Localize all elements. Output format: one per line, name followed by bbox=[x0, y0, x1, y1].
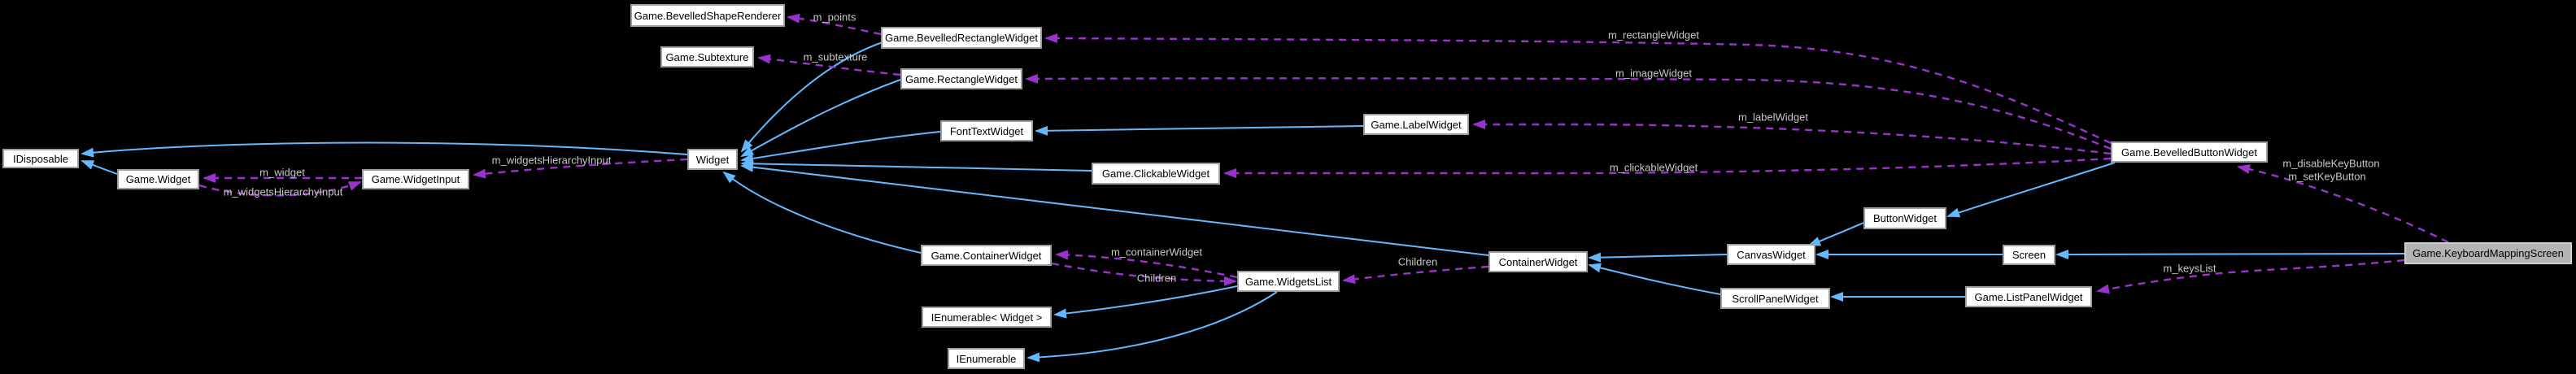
edge-label-m-widget: m_widget bbox=[259, 166, 305, 179]
edge-use-m-clickablewidget bbox=[1223, 157, 2112, 178]
edge-inherit-bevelledbutton-button bbox=[1946, 162, 2116, 218]
edge-inherit-widgetslist-ienumerablewidget bbox=[1053, 285, 1238, 319]
edge-use-m-widgetshierarchyinput-upper bbox=[473, 158, 688, 179]
node-ienumerable-widget[interactable]: IEnumerable< Widget > bbox=[922, 307, 1052, 328]
edge-inherit-label-fonttext bbox=[1035, 125, 1364, 136]
edge-use-m-subtexture bbox=[757, 54, 901, 76]
node-bevelled-rectangle-widget[interactable]: Game.BevelledRectangleWidget bbox=[881, 27, 1042, 49]
edge-label-m-widgets-hierarchy-input-lower: m_widgetsHierarchyInput bbox=[223, 185, 343, 198]
edge-use-children-containerwidget bbox=[1342, 265, 1489, 285]
edge-label-m-points: m_points bbox=[813, 11, 856, 24]
node-bevelled-button-widget[interactable]: Game.BevelledButtonWidget bbox=[2111, 141, 2268, 163]
edge-inherit-bevelledrectangle-widget bbox=[740, 41, 883, 153]
node-idisposable[interactable]: IDisposable bbox=[2, 149, 79, 168]
node-bevelled-shape-renderer[interactable]: Game.BevelledShapeRenderer bbox=[630, 4, 785, 27]
node-game-container-widget[interactable]: Game.ContainerWidget bbox=[921, 245, 1052, 266]
edge-inherit-gamecontainer-widget bbox=[722, 171, 922, 254]
node-canvas-widget[interactable]: CanvasWidget bbox=[1727, 244, 1815, 265]
edge-use-m-labelwidget bbox=[1472, 120, 2112, 155]
node-scroll-panel-widget[interactable]: ScrollPanelWidget bbox=[1720, 288, 1830, 309]
edge-inherit-widget-idisposable bbox=[81, 141, 688, 158]
node-keyboard-mapping-screen: Game.KeyboardMappingScreen bbox=[2404, 242, 2572, 264]
edge-inherit-canvas-container bbox=[1588, 252, 1728, 263]
edge-label-m-disable-key-button: m_disableKeyButton bbox=[2282, 157, 2380, 170]
edge-inherit-containerwidget-widget bbox=[740, 162, 1489, 256]
node-list-panel-widget[interactable]: Game.ListPanelWidget bbox=[1965, 286, 2092, 307]
edge-label-m-widgets-hierarchy-input-upper: m_widgetsHierarchyInput bbox=[491, 154, 612, 167]
edge-inherit-button-canvas bbox=[1807, 222, 1864, 246]
edge-label-m-keys-list: m_keysList bbox=[2163, 262, 2216, 275]
node-subtexture[interactable]: Game.Subtexture bbox=[660, 46, 754, 67]
edge-label-m-rectangle-widget: m_rectangleWidget bbox=[1608, 28, 1699, 41]
edge-use-m-imagewidget bbox=[1025, 73, 2112, 150]
edge-inherit-clickable-widget bbox=[740, 159, 1092, 172]
edge-use-m-rectanglewidget bbox=[1044, 33, 2112, 145]
node-ienumerable[interactable]: IEnumerable bbox=[948, 348, 1025, 369]
node-button-widget[interactable]: ButtonWidget bbox=[1863, 207, 1946, 229]
node-game-widget[interactable]: Game.Widget bbox=[117, 169, 199, 189]
edge-label-m-clickable-widget: m_clickableWidget bbox=[1609, 161, 1698, 174]
edge-use-m-points bbox=[787, 13, 882, 36]
edge-label-m-subtexture: m_subtexture bbox=[803, 50, 868, 63]
node-font-text-widget[interactable]: FontTextWidget bbox=[940, 120, 1033, 141]
node-screen[interactable]: Screen bbox=[2003, 245, 2055, 265]
edge-label-m-set-key-button: m_setKeyButton bbox=[2288, 170, 2366, 183]
node-label-widget[interactable]: Game.LabelWidget bbox=[1363, 114, 1469, 135]
edge-inherit-gamewidget-idisposable bbox=[81, 160, 118, 175]
node-widgets-list[interactable]: Game.WidgetsList bbox=[1237, 271, 1340, 292]
edge-label-children-right: Children bbox=[1397, 255, 1438, 268]
node-clickable-widget[interactable]: Game.ClickableWidget bbox=[1092, 163, 1220, 185]
edge-inherit-scrollpanel-container bbox=[1588, 263, 1721, 295]
node-widget[interactable]: Widget bbox=[687, 149, 738, 170]
edge-use-m-disablekeybutton bbox=[2237, 164, 2449, 244]
edge-label-children-mid: Children bbox=[1136, 272, 1177, 285]
node-rectangle-widget[interactable]: Game.RectangleWidget bbox=[900, 68, 1022, 89]
node-game-widget-input[interactable]: Game.WidgetInput bbox=[362, 169, 469, 189]
edge-use-m-containerwidget bbox=[1055, 250, 1238, 279]
edge-inherit-fonttext-widget bbox=[740, 131, 941, 163]
edge-use-m-keyslist bbox=[2096, 259, 2405, 294]
edge-label-m-container-widget: m_containerWidget bbox=[1111, 246, 1202, 259]
node-container-widget[interactable]: ContainerWidget bbox=[1489, 251, 1588, 272]
edge-use-children-gamecontainer bbox=[1051, 262, 1237, 286]
edge-label-m-label-widget: m_labelWidget bbox=[1738, 111, 1808, 124]
edge-inherit-rectangle-widget bbox=[740, 79, 901, 157]
edge-use-m-widgetshierarchyinput-lower bbox=[198, 180, 362, 197]
edge-label-m-image-widget: m_imageWidget bbox=[1615, 67, 1692, 80]
edge-inherit-widgetslist-ienumerable bbox=[1026, 291, 1278, 363]
